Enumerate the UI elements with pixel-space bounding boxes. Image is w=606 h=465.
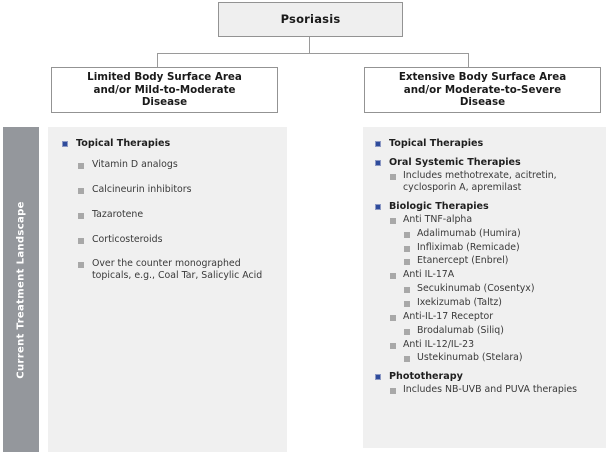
list-item-2-2-0: Brodalumab (Siliq) <box>373 325 596 337</box>
list-item-2-label: Tazarotene <box>92 208 144 220</box>
square-bullet-secondary-icon <box>78 187 84 194</box>
list-item-2-0-2: Etanercept (Enbrel) <box>373 255 596 267</box>
list-item-2-0-1: Infliximab (Remicade) <box>373 242 596 254</box>
list-item-2-0-1-label: Infliximab (Remicade) <box>417 241 520 253</box>
list-item-2-2: Anti-IL-17 Receptor <box>373 311 596 323</box>
square-bullet-secondary-icon <box>404 259 410 266</box>
connector-horizontal-bar <box>157 53 469 54</box>
list-item-1-0-label: Includes methotrexate, acitretin, cyclos… <box>403 170 557 193</box>
list-item-2-3-0-label: Ustekinumab (Stelara) <box>417 352 523 364</box>
list-item-2-0-2-label: Etanercept (Enbrel) <box>417 255 509 267</box>
list-item-heading-0-label: Topical Therapies <box>389 138 484 149</box>
square-bullet-secondary-icon <box>404 356 410 363</box>
list-item-2-2-label: Anti-IL-17 Receptor <box>403 310 494 322</box>
list-item-3-label: Corticosteroids <box>92 233 163 245</box>
list-item-3-0: Includes NB-UVB and PUVA therapies <box>373 384 596 396</box>
list-item-heading-2: Biologic Therapies <box>373 201 596 213</box>
therapy-group-0: Topical Therapies <box>373 138 596 150</box>
square-bullet-secondary-icon <box>390 388 396 395</box>
square-bullet-primary-icon <box>62 141 68 147</box>
list-item-heading-3-label: Phototherapy <box>389 371 463 383</box>
list-item-2: Tazarotene <box>58 209 277 221</box>
list-item-2-0-label: Anti TNF-alpha <box>403 213 473 225</box>
flowchart-node-extensive-bsa-line2: and/or Moderate-to-Severe <box>403 83 562 96</box>
list-item-1: Calcineurin inhibitors <box>58 184 277 196</box>
square-bullet-secondary-icon <box>404 287 410 294</box>
list-item-4: Over the counter monographed topicals, e… <box>58 258 277 282</box>
flowchart-node-limited-bsa-line2: and/or Mild-to-Moderate <box>93 83 236 96</box>
square-bullet-secondary-icon <box>404 328 410 335</box>
list-item-1-0: Includes methotrexate, acitretin, cyclos… <box>373 170 596 194</box>
list-item-0-label: Vitamin D analogs <box>92 159 178 171</box>
square-bullet-secondary-icon <box>390 342 396 349</box>
list-item-2-1-label: Anti IL-17A <box>403 269 455 281</box>
list-item-2-3-label: Anti IL-12/IL-23 <box>403 338 475 350</box>
flowchart-node-limited-bsa-line1: Limited Body Surface Area <box>87 71 242 84</box>
flowchart-node-extensive-bsa: Extensive Body Surface Area and/or Moder… <box>364 67 601 113</box>
square-bullet-primary-icon <box>375 160 381 167</box>
flowchart-node-psoriasis-label: Psoriasis <box>280 12 341 27</box>
list-item-2-1-0: Secukinumab (Cosentyx) <box>373 283 596 295</box>
square-bullet-secondary-icon <box>404 245 410 252</box>
list-item-2-1-0-label: Secukinumab (Cosentyx) <box>417 283 535 295</box>
connector-drop-left <box>157 53 158 68</box>
flowchart-node-limited-bsa: Limited Body Surface Area and/or Mild-to… <box>51 67 278 113</box>
list-item-2-2-0-label: Brodalumab (Siliq) <box>417 324 504 336</box>
list-item-2-0-0-label: Adalimumab (Humira) <box>417 227 521 239</box>
flowchart-node-extensive-bsa-line3: Disease <box>459 96 506 109</box>
square-bullet-secondary-icon <box>78 212 84 219</box>
list-item-2-1-1-label: Ixekizumab (Taltz) <box>417 296 502 308</box>
square-bullet-secondary-icon <box>404 231 410 238</box>
list-item-2-0: Anti TNF-alpha <box>373 214 596 226</box>
square-bullet-primary-icon <box>375 203 381 210</box>
list-item-2-3: Anti IL-12/IL-23 <box>373 339 596 351</box>
list-item-0: Vitamin D analogs <box>58 159 277 171</box>
square-bullet-primary-icon <box>375 141 381 147</box>
list-item-3: Corticosteroids <box>58 234 277 246</box>
flowchart-node-limited-bsa-line3: Disease <box>141 96 188 109</box>
flowchart-node-psoriasis: Psoriasis <box>218 2 403 37</box>
list-item-heading-1-label: Oral Systemic Therapies <box>389 157 521 169</box>
list-item-heading-label: Topical Therapies <box>76 138 171 149</box>
square-bullet-secondary-icon <box>390 314 396 321</box>
list-item-heading: Topical Therapies <box>58 138 277 150</box>
square-bullet-secondary-icon <box>404 300 410 307</box>
list-item-1-label: Calcineurin inhibitors <box>92 183 192 195</box>
flowchart-node-extensive-bsa-line1: Extensive Body Surface Area <box>398 71 567 84</box>
square-bullet-secondary-icon <box>78 237 84 244</box>
list-item-heading-1: Oral Systemic Therapies <box>373 157 596 169</box>
section-band-label: Current Treatment Landscape <box>15 200 27 379</box>
list-item-2-1: Anti IL-17A <box>373 269 596 281</box>
square-bullet-secondary-icon <box>390 273 396 280</box>
list-item-3-0-label: Includes NB-UVB and PUVA therapies <box>403 384 578 396</box>
list-item-2-1-1: Ixekizumab (Taltz) <box>373 297 596 309</box>
section-band-current-treatment-landscape: Current Treatment Landscape <box>3 127 39 452</box>
list-item-heading-3: Phototherapy <box>373 371 596 383</box>
list-item-4-label: Over the counter monographed topicals, e… <box>92 258 263 282</box>
square-bullet-primary-icon <box>375 374 381 381</box>
list-item-2-3-0: Ustekinumab (Stelara) <box>373 352 596 364</box>
list-item-heading-2-label: Biologic Therapies <box>389 200 489 212</box>
square-bullet-secondary-icon <box>390 174 396 181</box>
square-bullet-secondary-icon <box>78 262 84 269</box>
connector-stem <box>309 37 310 54</box>
list-item-2-0-0: Adalimumab (Humira) <box>373 228 596 240</box>
list-item-heading-0: Topical Therapies <box>373 138 596 150</box>
square-bullet-secondary-icon <box>390 217 396 224</box>
connector-drop-right <box>468 53 469 68</box>
square-bullet-secondary-icon <box>78 163 84 170</box>
